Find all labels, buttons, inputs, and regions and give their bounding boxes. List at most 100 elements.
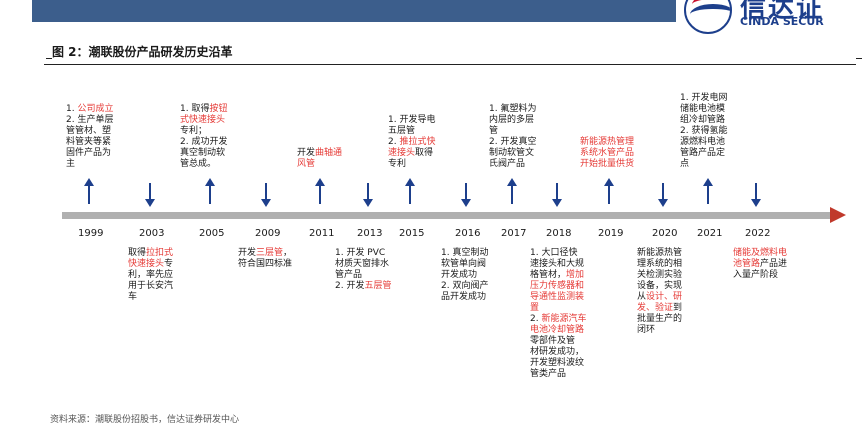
header-band bbox=[32, 0, 676, 22]
note-text: 真空制动软 bbox=[180, 148, 226, 158]
note-text: 软管单向阀 bbox=[441, 259, 487, 269]
event-note-2019: 新能源热管理系统水管产品开始批量供货 bbox=[580, 137, 634, 170]
source-note: 资料来源：潮联股份招股书，信达证券研发中心 bbox=[50, 415, 240, 425]
year-label-2019: 2019 bbox=[598, 228, 624, 239]
note-text: 管产品 bbox=[335, 270, 363, 280]
highlight-text: 开始批量供货 bbox=[580, 159, 635, 169]
event-note-line: 车 bbox=[128, 292, 173, 303]
highlight-text: 发、验证 bbox=[637, 303, 674, 313]
event-note-line: 从设计、研 bbox=[637, 292, 682, 303]
highlight-text: 压力传感器和 bbox=[530, 281, 585, 291]
highlight-text: 置 bbox=[530, 303, 540, 313]
note-text: 产品进 bbox=[760, 259, 788, 269]
highlight-text: 速接头 bbox=[388, 148, 416, 158]
note-text: 组冷却管路 bbox=[680, 115, 726, 125]
rule-mark-right bbox=[856, 58, 862, 59]
note-text: 固件产品为 bbox=[66, 148, 112, 158]
note-text: 1. 开发电网 bbox=[680, 93, 728, 103]
event-note-line: 内层的多层 bbox=[489, 115, 536, 126]
note-text: 2. 开发真空 bbox=[489, 137, 537, 147]
year-label-2009: 2009 bbox=[255, 228, 281, 239]
year-label-2018: 2018 bbox=[546, 228, 572, 239]
year-label-2020: 2020 bbox=[652, 228, 678, 239]
note-text: 源燃料电池 bbox=[680, 137, 726, 147]
note-text: 点 bbox=[680, 159, 690, 169]
highlight-text: 曲轴通 bbox=[315, 148, 343, 158]
up-arrow-2005 bbox=[205, 178, 215, 204]
note-text: 用于长安汽 bbox=[128, 281, 174, 291]
highlight-text: 新能源热管理 bbox=[580, 137, 635, 147]
note-text: 理系统的相 bbox=[637, 259, 683, 269]
down-arrow-2016 bbox=[461, 183, 471, 207]
event-note-line: 利，率先应 bbox=[128, 270, 173, 281]
event-note-line: 快速接头专 bbox=[128, 259, 173, 270]
note-text: 2. 生产单层 bbox=[66, 115, 114, 125]
down-arrow-2009 bbox=[261, 183, 271, 207]
year-label-2005: 2005 bbox=[199, 228, 225, 239]
event-note-line: 2. 生产单层 bbox=[66, 115, 113, 126]
note-text: 管总成。 bbox=[180, 159, 217, 169]
year-label-2013: 2013 bbox=[357, 228, 383, 239]
note-text: 格管材， bbox=[530, 270, 567, 280]
event-note-2003: 取得拉扣式快速接头专利，率先应用于长安汽车 bbox=[128, 248, 173, 303]
note-text: 内层的多层 bbox=[489, 115, 535, 125]
event-note-line: 专利； bbox=[180, 126, 227, 137]
note-text: 品开发成功 bbox=[441, 292, 487, 302]
event-note-2022: 储能及燃料电池管路产品进入量产阶段 bbox=[733, 248, 787, 281]
rule-mark-left bbox=[46, 58, 52, 59]
event-note-line: 用于长安汽 bbox=[128, 281, 173, 292]
note-text: 批量生产的 bbox=[637, 314, 683, 324]
event-note-line: 批量生产的 bbox=[637, 314, 682, 325]
event-note-line: 闭环 bbox=[637, 325, 682, 336]
note-text: 取得 bbox=[128, 248, 147, 258]
event-note-line: 1. 开发导电 bbox=[388, 115, 435, 126]
event-note-line: 关检测实验 bbox=[637, 270, 682, 281]
event-note-line: 料管夹等紧 bbox=[66, 137, 113, 148]
note-text: 管 bbox=[489, 126, 499, 136]
event-note-line: 速接头取得 bbox=[388, 148, 435, 159]
event-note-line: 压力传感器和 bbox=[530, 281, 586, 292]
highlight-text: 电池冷却管路 bbox=[530, 325, 585, 335]
event-note-line: 电池冷却管路 bbox=[530, 325, 586, 336]
event-note-line: 开发成功 bbox=[441, 270, 488, 281]
note-text: 开发塑料波纹 bbox=[530, 358, 585, 368]
note-text: 新能源热管 bbox=[637, 248, 683, 258]
event-note-line: 零部件及管 bbox=[530, 336, 586, 347]
note-text: ， bbox=[283, 248, 293, 258]
event-note-line: 新能源热管理 bbox=[580, 137, 634, 148]
note-text: 1. bbox=[66, 104, 78, 114]
event-note-line: 2. 双向阀产 bbox=[441, 281, 488, 292]
note-text: 速接头和大规 bbox=[530, 259, 585, 269]
highlight-text: 储能及燃料电 bbox=[733, 248, 788, 258]
highlight-text: 公司成立 bbox=[77, 104, 114, 114]
figure-title: 图 2：潮联股份产品研发历史沿革 bbox=[52, 45, 233, 59]
event-note-line: 主 bbox=[66, 159, 113, 170]
note-text: 储能电池模 bbox=[680, 104, 726, 114]
timeline-arrowhead bbox=[830, 207, 846, 223]
event-note-line: 管总成。 bbox=[180, 159, 227, 170]
note-text: 五层管 bbox=[388, 126, 416, 136]
event-note-line: 系统水管产品 bbox=[580, 148, 634, 159]
logo-text-cn: 信达证 bbox=[740, 0, 825, 24]
event-note-line: 2. 推拉式快 bbox=[388, 137, 435, 148]
event-note-line: 管类产品 bbox=[530, 369, 586, 380]
note-text: 材研发成功， bbox=[530, 347, 585, 357]
title-rule bbox=[44, 64, 856, 65]
note-text: 1. 开发 PVC bbox=[335, 248, 386, 258]
cinda-logo-icon bbox=[684, 0, 732, 34]
note-text: 1. 取得 bbox=[180, 104, 210, 114]
note-text: 入量产阶段 bbox=[733, 270, 779, 280]
note-text: 取得 bbox=[415, 148, 434, 158]
note-text: 2. 获得氢能 bbox=[680, 126, 728, 136]
note-text: 利，率先应 bbox=[128, 270, 174, 280]
note-text: 从 bbox=[637, 292, 647, 302]
note-text: 闭环 bbox=[637, 325, 656, 335]
event-note-line: 2. 开发五层管 bbox=[335, 281, 391, 292]
highlight-text: 三层管 bbox=[256, 248, 284, 258]
event-note-line: 池管路产品进 bbox=[733, 259, 787, 270]
note-text: 管管材、塑 bbox=[66, 126, 112, 136]
